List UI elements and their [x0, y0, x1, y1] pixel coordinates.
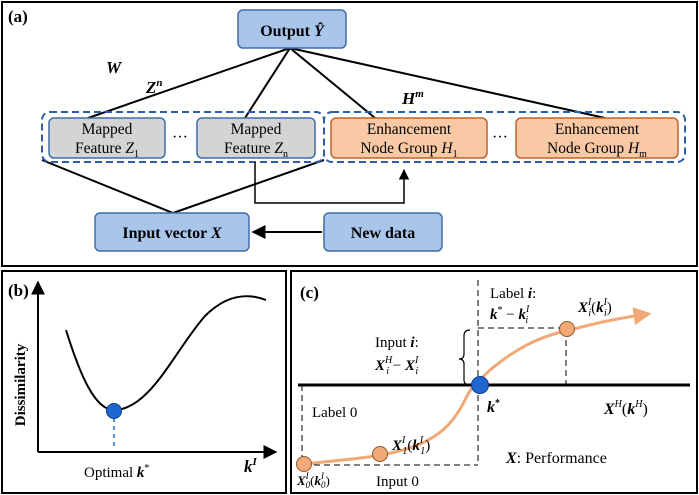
- b-ylabel: Dissimilarity: [13, 343, 29, 426]
- mapped-feature-n-line2: Feature Zn: [224, 140, 288, 160]
- input-i-line1: Input i:: [375, 335, 419, 351]
- enhancement-m-line1: Enhancement: [555, 121, 640, 138]
- panel-b-frame: [1, 270, 287, 494]
- label-0: Label 0: [312, 405, 357, 421]
- input-vector-box: [94, 212, 250, 252]
- panel-b-tag: (b): [8, 281, 29, 300]
- input-0: Input 0: [376, 474, 419, 490]
- enhancement-1-line1: Enhancement: [367, 121, 452, 138]
- enhancement-1-line2: Node Group H1: [360, 140, 457, 160]
- performance-label: X: Performance: [505, 450, 607, 467]
- label-i-line1: Label i:: [490, 286, 536, 302]
- enhancement-group-m: [515, 117, 679, 159]
- xh-axis-label: XH(kH): [603, 399, 648, 418]
- input-vector-label: Input vector X: [122, 225, 222, 242]
- output-box: [237, 9, 347, 49]
- line-output-enh1: [289, 47, 376, 119]
- enhancement-m-line2: Node Group Hm: [547, 140, 647, 160]
- point-kstar: [471, 376, 489, 394]
- panel-c-frame: [290, 270, 698, 494]
- mapped-group-box: [41, 111, 325, 163]
- dissimilarity-curve: [65, 295, 267, 412]
- arrow-mapped-enhancement: [254, 162, 410, 204]
- weight-zn: Zn: [145, 77, 163, 97]
- b-axis-label: kI: [244, 456, 258, 476]
- mapped-feature-1: [48, 117, 166, 159]
- mapped-feature-n-line1: Mapped: [231, 121, 282, 138]
- panel-c-tag: (c): [300, 283, 319, 302]
- b-optimal-label: Optimal k*: [84, 463, 149, 481]
- mapped-feature-1-line2: Feature Z1: [75, 140, 139, 160]
- point-xi: [559, 321, 575, 337]
- new-data-box: [323, 212, 443, 252]
- enhancement-ellipsis: ···: [492, 129, 508, 146]
- new-data-label: New data: [351, 225, 415, 242]
- enhancement-group-box: [323, 111, 686, 163]
- weight-hm: Hm: [401, 88, 424, 108]
- line-output-enhm: [289, 47, 606, 119]
- optimal-point: [106, 403, 122, 419]
- enhancement-group-1: [330, 117, 488, 159]
- mapped-ellipsis: ···: [172, 129, 188, 146]
- point-x1: [372, 446, 388, 462]
- panel-a-tag: (a): [8, 7, 28, 26]
- mapped-feature-1-line1: Mapped: [82, 121, 133, 138]
- point-x0: [296, 456, 312, 472]
- input-i-brace: [458, 329, 471, 386]
- line-output-mapped1: [87, 47, 291, 119]
- weight-w: W: [106, 58, 123, 77]
- mapped-feature-n: [196, 117, 316, 159]
- output-label: Output Ŷ: [260, 21, 325, 40]
- c-guides: [301, 280, 567, 466]
- line-output-mappedn: [244, 47, 291, 119]
- kstar-label: k*: [487, 398, 500, 416]
